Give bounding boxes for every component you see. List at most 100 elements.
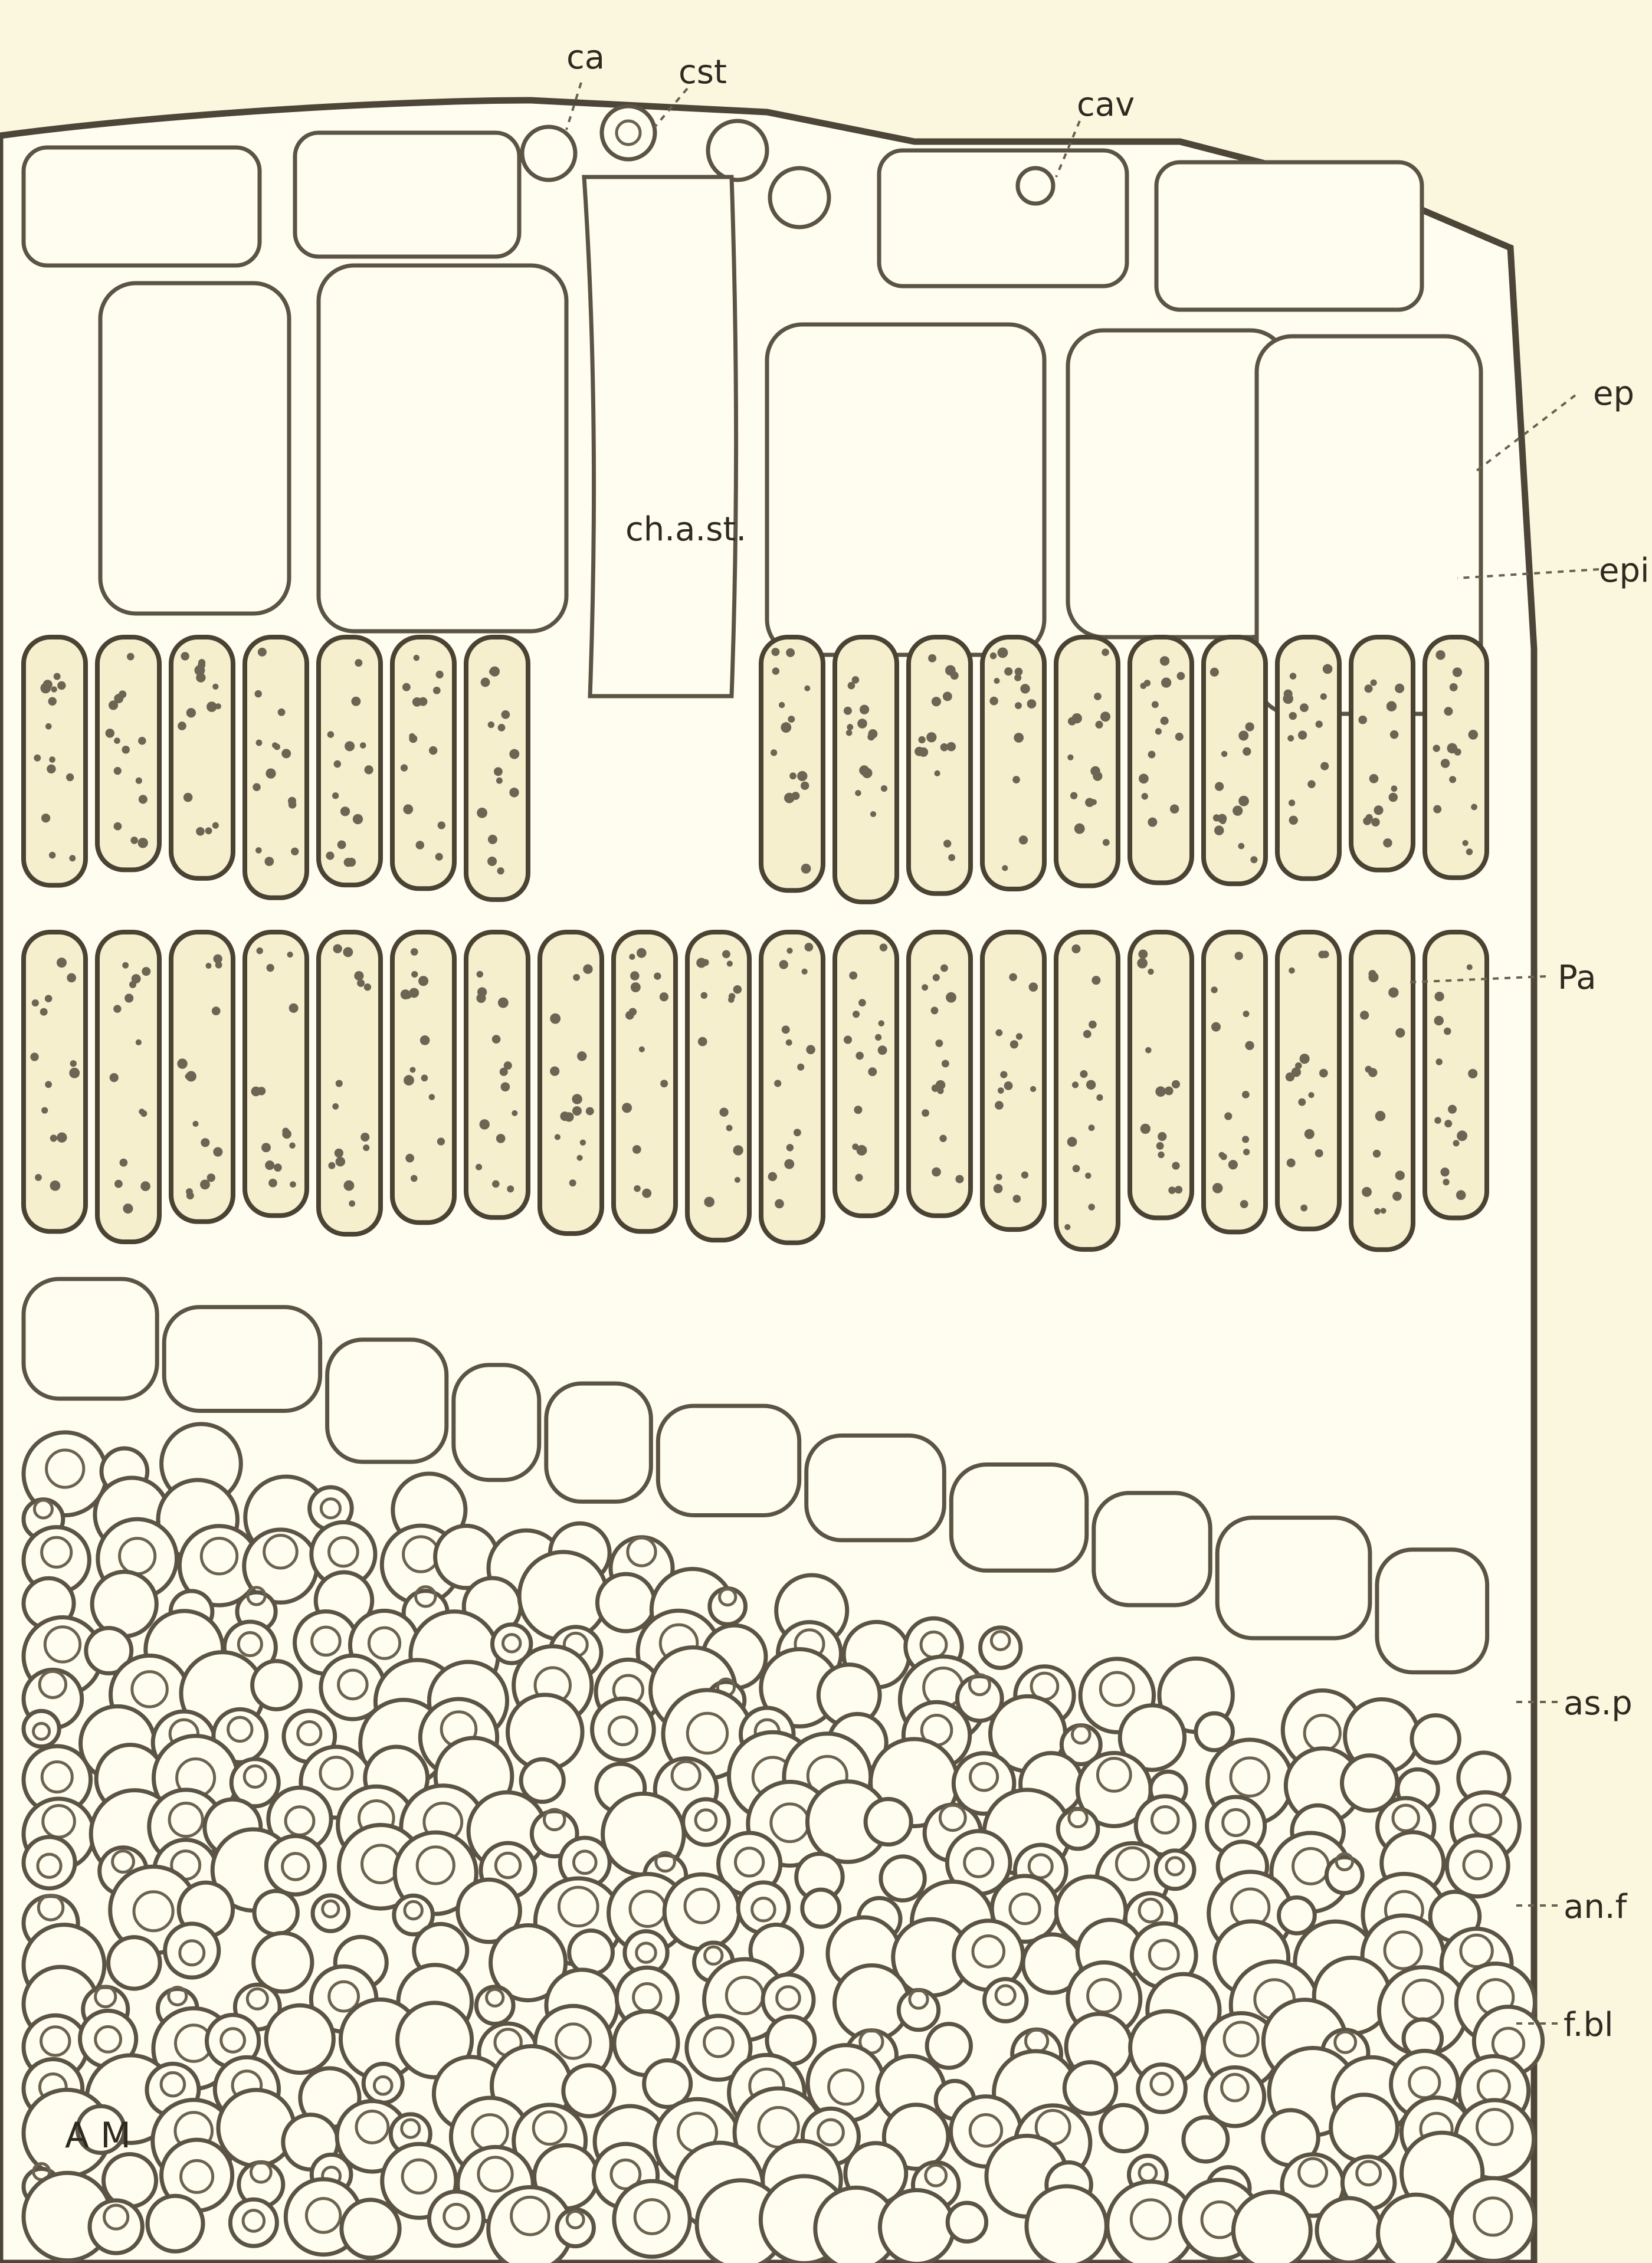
chloroplast	[120, 1159, 128, 1167]
ground-cell	[1233, 2192, 1310, 2263]
sheath-cell	[327, 1340, 447, 1462]
chloroplast	[555, 1134, 560, 1140]
chloroplast	[132, 974, 141, 983]
chloroplast	[344, 858, 353, 867]
chloroplast	[1089, 1021, 1097, 1029]
chloroplast	[580, 1140, 586, 1146]
ground-cell	[1064, 2062, 1116, 2114]
chloroplast	[1165, 1087, 1174, 1096]
chloroplast	[257, 947, 263, 954]
chloroplast	[1441, 759, 1450, 768]
chloroplast	[496, 1134, 506, 1143]
palisade-cell	[97, 637, 159, 870]
chloroplast	[1290, 673, 1296, 679]
chloroplast	[1240, 1200, 1248, 1208]
chloroplast	[1158, 1132, 1166, 1141]
ground-cell	[266, 1836, 324, 1894]
chloroplast	[1238, 731, 1248, 741]
chloroplast	[1316, 720, 1323, 727]
chloroplast	[868, 729, 877, 739]
chloroplast	[1228, 1160, 1238, 1169]
ground-cell	[90, 2200, 142, 2253]
chloroplast	[1070, 792, 1077, 799]
chloroplast	[1091, 799, 1097, 805]
chloroplast	[332, 1103, 339, 1110]
chloroplast	[477, 971, 483, 978]
ground-cell	[165, 1924, 219, 1977]
chloroplast	[1365, 1066, 1372, 1073]
chloroplast	[185, 1074, 191, 1080]
chloroplast	[788, 716, 795, 723]
label-ep: ep	[1593, 378, 1634, 411]
chloroplast	[507, 1185, 514, 1192]
chloroplast	[569, 1179, 576, 1186]
chloroplast	[844, 1035, 852, 1044]
chloroplast	[1103, 839, 1110, 846]
sheath-cell	[658, 1406, 799, 1515]
ground-cell	[230, 2199, 277, 2246]
chloroplast	[1073, 1165, 1080, 1172]
chloroplast	[289, 1142, 296, 1149]
chloroplast	[654, 972, 661, 979]
chloroplast	[106, 729, 114, 737]
ground-cell	[1447, 1835, 1508, 1897]
chloroplast	[289, 1003, 299, 1013]
chloroplast	[943, 839, 951, 847]
chloroplast	[994, 1184, 1003, 1193]
chloroplast	[411, 948, 418, 956]
chloroplast	[1453, 1140, 1460, 1146]
chloroplast	[733, 1145, 743, 1155]
chloroplast	[1140, 683, 1146, 689]
chloroplast	[43, 680, 53, 689]
chloroplast	[878, 1045, 887, 1055]
ground-cell	[664, 1874, 739, 1949]
label-cav: cav	[1077, 88, 1135, 122]
chloroplast	[1433, 805, 1441, 814]
chloroplast	[67, 973, 76, 983]
chloroplast	[481, 678, 490, 687]
chloroplast	[268, 1179, 277, 1188]
chloroplast	[1067, 755, 1073, 760]
chloroplast	[1395, 684, 1404, 693]
chloroplast	[858, 999, 866, 1006]
chloroplast	[69, 1068, 80, 1078]
chloroplast	[848, 682, 856, 690]
chloroplast	[994, 678, 999, 684]
chloroplast	[722, 950, 730, 958]
chloroplast	[932, 1167, 941, 1177]
chloroplast	[438, 821, 445, 829]
chloroplast	[136, 778, 142, 784]
chloroplast	[1138, 949, 1148, 959]
chloroplast	[989, 697, 998, 706]
chloroplast	[1307, 780, 1315, 788]
chloroplast	[253, 783, 261, 791]
chloroplast	[1434, 992, 1444, 1001]
chloroplast	[1444, 1028, 1451, 1035]
chloroplast	[855, 790, 861, 796]
chloroplast	[32, 999, 39, 1006]
chloroplast	[1210, 668, 1219, 677]
chloroplast	[41, 1107, 48, 1114]
chloroplast	[1012, 776, 1020, 783]
chloroplast	[177, 1058, 187, 1068]
palisade-cell	[245, 637, 307, 898]
chloroplast	[1368, 970, 1376, 978]
chloroplast	[1021, 1172, 1028, 1179]
chloroplast	[786, 947, 792, 953]
ground-cell	[1058, 1809, 1098, 1849]
chloroplast	[630, 971, 640, 980]
chloroplast	[779, 702, 785, 708]
chloroplast	[1454, 749, 1461, 756]
palisade-cell	[909, 637, 971, 894]
chloroplast	[1300, 1205, 1307, 1212]
chloroplast	[926, 732, 936, 742]
chloroplast	[45, 1081, 52, 1088]
chloroplast	[327, 731, 334, 737]
chloroplast	[498, 998, 509, 1008]
chloroplast	[1292, 1067, 1301, 1077]
chloroplast	[1100, 711, 1110, 721]
ground-cell	[1451, 2178, 1534, 2261]
chloroplast	[573, 974, 580, 981]
chloroplast	[1250, 856, 1257, 863]
chloroplast	[1233, 806, 1243, 816]
